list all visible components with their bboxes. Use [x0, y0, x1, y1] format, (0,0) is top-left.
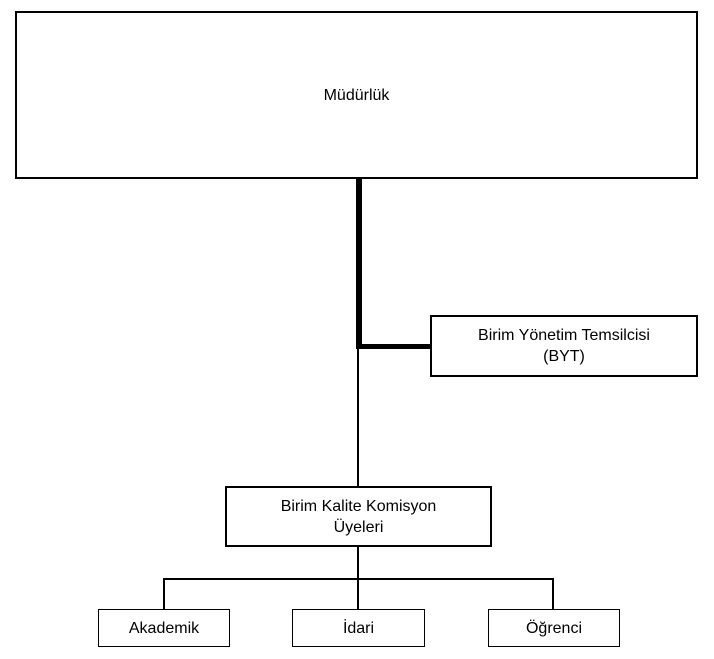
connector-drop-akademik [163, 578, 165, 609]
connector-drop-ogrenci [552, 578, 554, 609]
node-kalite-label-line1: Birim Kalite Komisyon [280, 497, 437, 515]
node-byt-label-line2: (BYT) [543, 348, 585, 365]
connector-drop-idari [357, 578, 359, 609]
connector-trunk-thick [356, 179, 362, 349]
node-akademik-label: Akademik [128, 619, 200, 637]
node-idari: İdari [292, 609, 425, 647]
node-idari-label: İdari [342, 619, 375, 637]
node-mudurluk-label: Müdürlük [323, 86, 390, 104]
node-mudurluk: Müdürlük [15, 11, 698, 179]
node-ogrenci-label: Öğrenci [525, 619, 583, 637]
connector-byt-branch [356, 344, 431, 349]
connector-kalite-down [357, 546, 359, 579]
node-byt-label-line1: Birim Yönetim Temsilcisi [478, 327, 650, 344]
connector-trunk-thin [357, 349, 359, 487]
node-byt: Birim Yönetim Temsilcisi (BYT) [430, 315, 698, 377]
node-ogrenci: Öğrenci [488, 609, 620, 647]
node-akademik: Akademik [98, 609, 230, 647]
node-kalite: Birim Kalite Komisyon Üyeleri [225, 486, 492, 547]
node-kalite-label-line2: Üyeleri [333, 518, 384, 536]
